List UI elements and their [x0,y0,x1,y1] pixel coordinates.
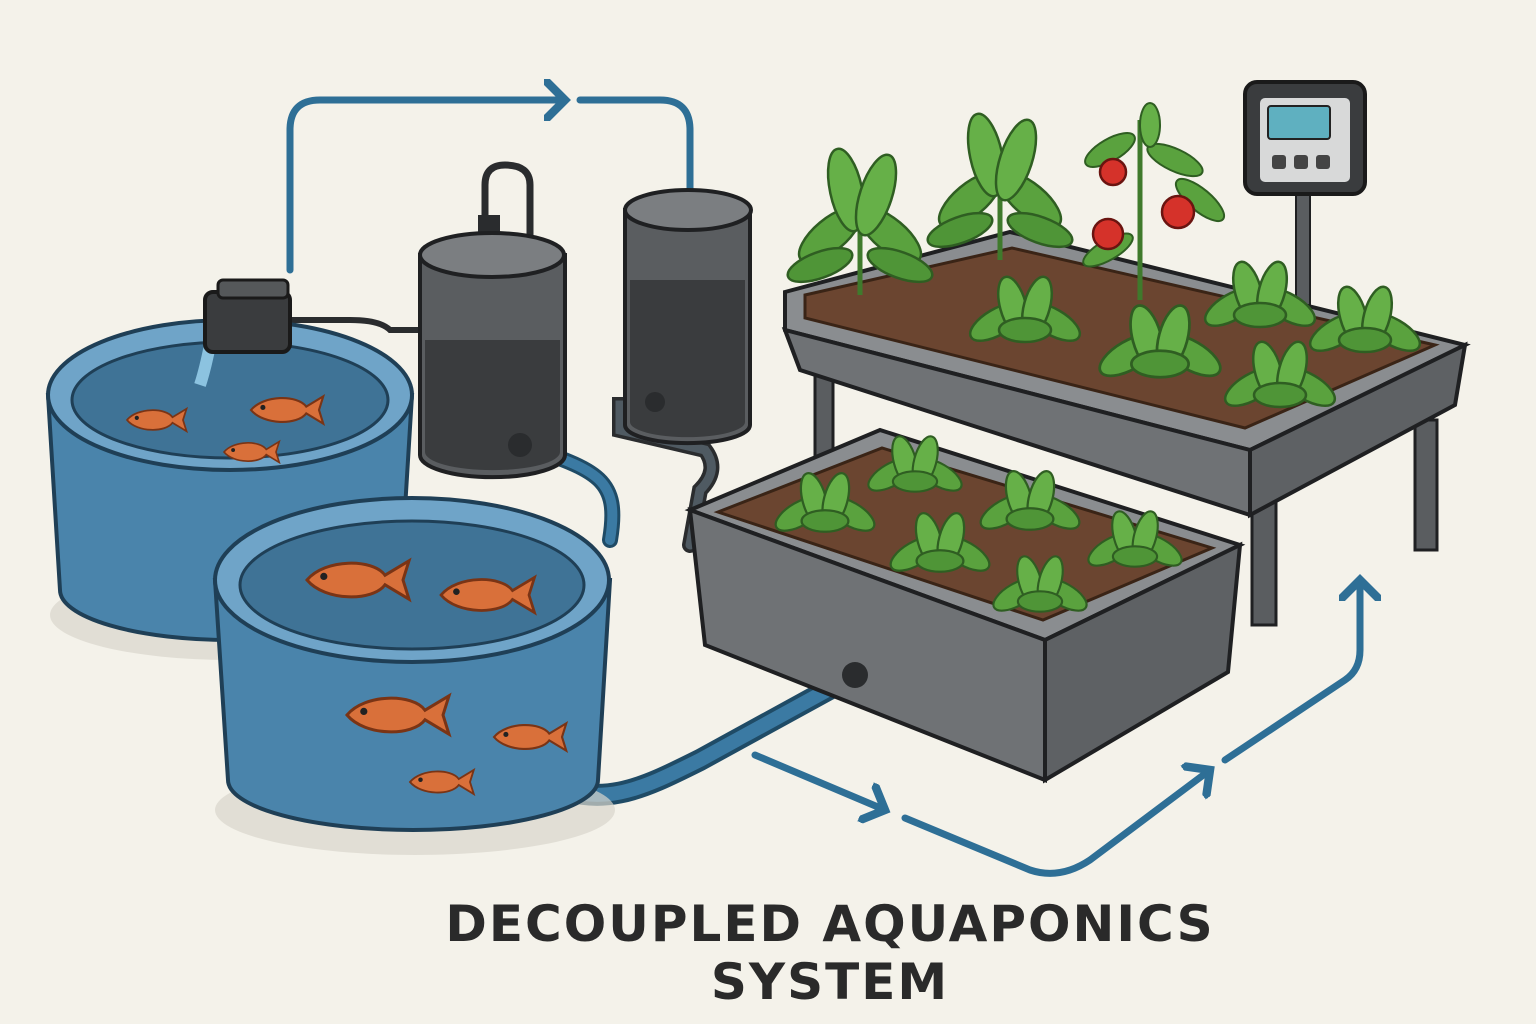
diagram-title: DECOUPLED AQUAPONICS SYSTEM [445,895,1215,1011]
fish-tank-2 [212,496,615,855]
flow-arrow-icon [286,100,1360,877]
biofilter-1 [418,161,567,480]
water-pump-icon [194,278,292,387]
plants-raised-bed [784,102,1427,415]
biofilter-2 [623,188,753,446]
tomato-plant-icon [1082,102,1226,300]
grow-bed-lower [684,427,1246,784]
controller-icon [1243,80,1367,306]
